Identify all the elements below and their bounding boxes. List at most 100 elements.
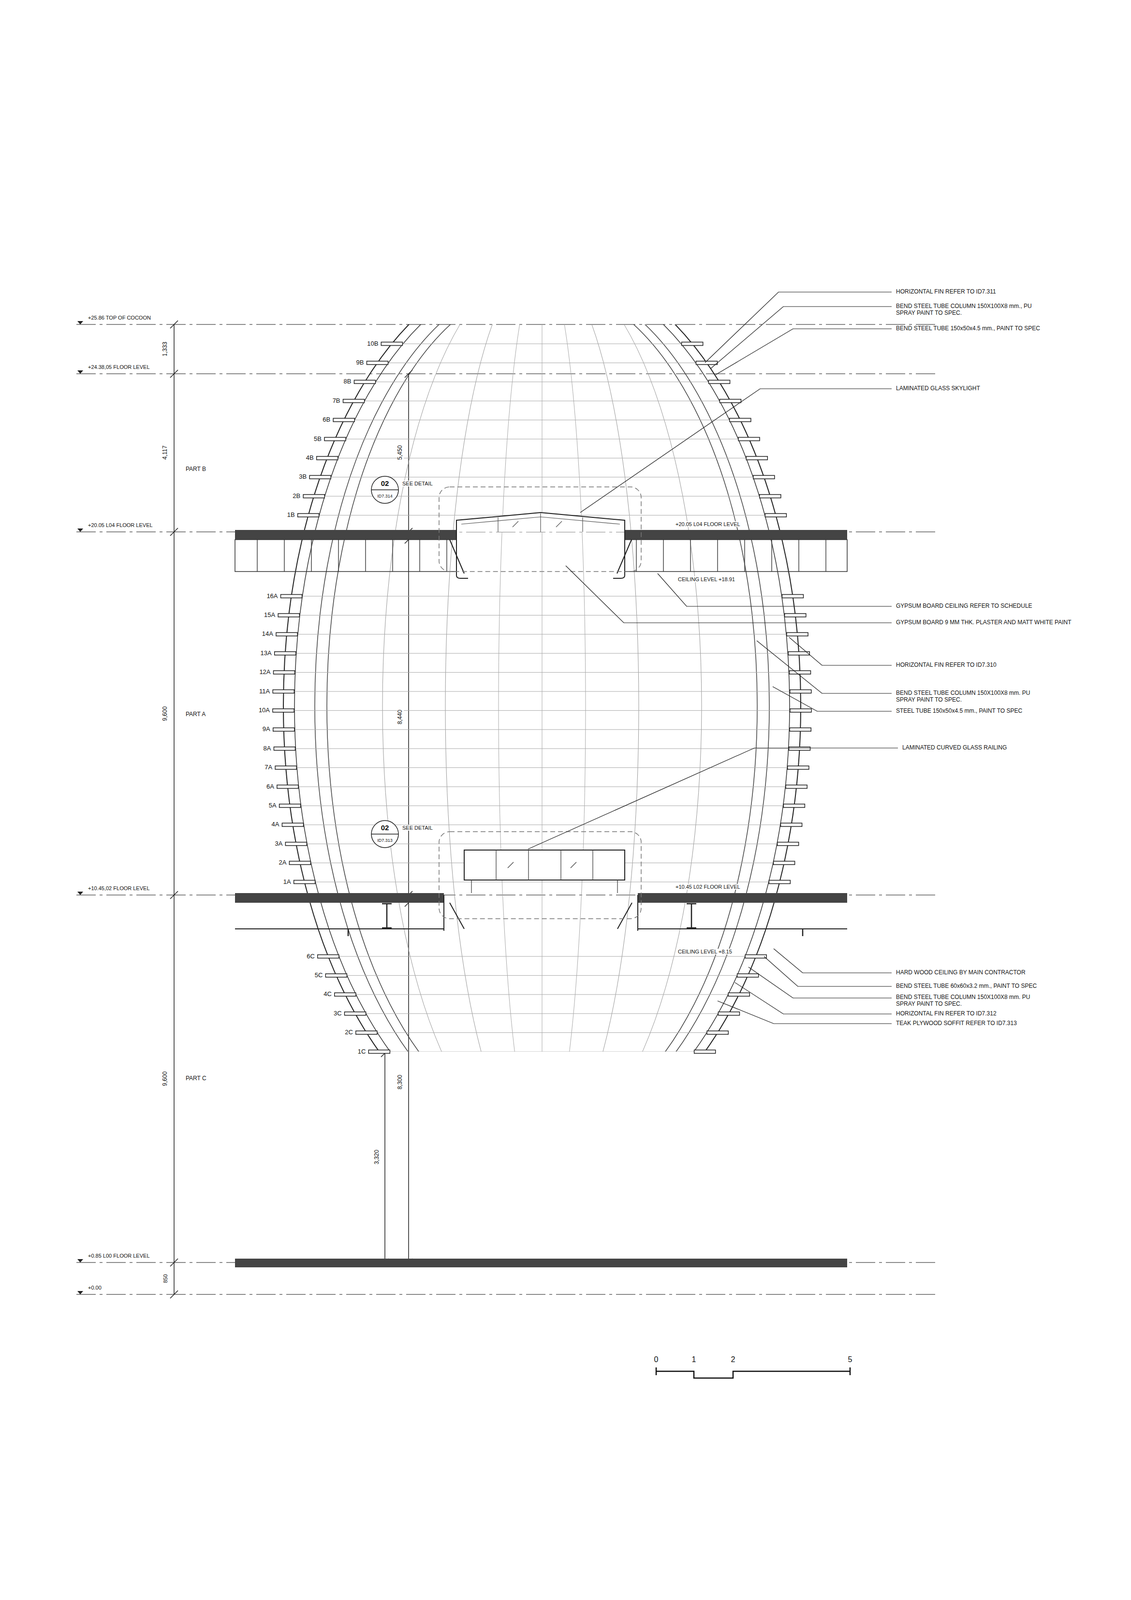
floor-slabs	[235, 512, 848, 1268]
fin-tab	[272, 690, 294, 694]
fin-tab	[344, 1012, 367, 1016]
note-text: BEND STEEL TUBE COLUMN 150X100X8 mm., PU…	[895, 303, 1035, 317]
fin-line	[288, 615, 796, 616]
fin-label: 4B	[305, 454, 315, 462]
railing-panel	[471, 850, 618, 894]
leader-line	[717, 1000, 892, 1024]
level-marker	[77, 321, 84, 325]
leader-line	[748, 967, 892, 999]
fin-tab	[274, 651, 296, 656]
leader-line	[773, 948, 892, 973]
fin-line	[285, 653, 799, 654]
fin-tab	[276, 632, 298, 636]
floor-slab	[624, 529, 848, 540]
floor-slab	[235, 893, 444, 903]
level-marker	[77, 1259, 84, 1263]
fin-label: 8B	[342, 378, 353, 386]
detail-boundary	[439, 486, 642, 572]
part-label: PART A	[184, 711, 207, 719]
detail-boundary	[439, 831, 642, 919]
fin-label: 14A	[261, 630, 275, 638]
dimension-ticks	[170, 320, 178, 1299]
note-text: LAMINATED CURVED GLASS RAILING	[901, 744, 1008, 752]
fin-line	[290, 805, 795, 807]
fin-line	[292, 824, 792, 825]
fin-tab	[297, 513, 320, 517]
fin-line	[287, 786, 797, 788]
note-text: HORIZONTAL FIN REFER TO ID7.312	[895, 1010, 998, 1018]
scale-bar-ticks	[656, 1367, 851, 1376]
fin-line	[327, 457, 758, 459]
level-label: +20.05 L04 FLOOR LEVEL	[674, 521, 742, 528]
fin-line	[336, 975, 748, 976]
dimension-text: 8,300	[396, 1073, 404, 1091]
level-label: +0.00	[87, 1284, 103, 1292]
dimension-text: 9,600	[161, 705, 169, 722]
fin-tab	[281, 822, 304, 827]
fin-line	[284, 672, 801, 673]
callout-number: 02	[380, 823, 391, 832]
fin-tab	[277, 785, 299, 789]
fin-tab	[738, 437, 760, 441]
note-text: BEND STEEL TUBE COLUMN 150X100X8 mm. PU …	[895, 690, 1035, 704]
note-text: LAMINATED GLASS SKYLIGHT	[895, 385, 982, 393]
fin-line	[353, 400, 731, 402]
fin-line	[355, 1013, 730, 1014]
fin-line	[328, 956, 756, 957]
level-label: +10.45 L02 FLOOR LEVEL	[674, 883, 742, 891]
fin-tab	[708, 380, 731, 384]
fin-label: 3C	[332, 1010, 343, 1018]
fin-tab	[777, 842, 799, 846]
fin-label: 2C	[343, 1028, 354, 1037]
scale-bar	[656, 1367, 851, 1379]
level-label: CEILING LEVEL +18.91	[676, 576, 736, 583]
level-line	[76, 1293, 940, 1295]
note-text: BEND STEEL TUBE COLUMN 150X100X8 mm. PU …	[895, 994, 1035, 1008]
fin-line	[283, 710, 801, 711]
fin-tab	[729, 418, 751, 422]
fin-label: 5C	[313, 971, 324, 980]
fin-tab	[789, 727, 811, 732]
fin-tab	[293, 880, 316, 884]
fin-tab	[789, 670, 811, 675]
fin-line	[304, 881, 780, 883]
fin-label: 1B	[286, 511, 296, 519]
fin-tab	[746, 456, 768, 460]
floor-slab	[235, 529, 457, 540]
fin-tab	[325, 973, 347, 978]
note-text: STEEL TUBE 150x50x4.5 mm., PAINT TO SPEC	[895, 707, 1024, 715]
level-marker	[77, 370, 84, 374]
callout-number: 02	[380, 479, 391, 488]
leader-line	[715, 328, 892, 375]
leader-line	[789, 637, 892, 666]
fin-tabs	[272, 342, 812, 1054]
glass-railing	[464, 850, 625, 881]
scale-number: 1	[690, 1355, 698, 1365]
leader-line	[710, 306, 892, 369]
fin-tab	[353, 380, 376, 384]
fin-line	[343, 419, 741, 421]
fin-line	[345, 994, 739, 995]
fin-tab	[280, 594, 303, 599]
fin-label: 9B	[355, 359, 366, 367]
floor-slab	[637, 893, 848, 903]
fin-tab	[718, 1012, 740, 1016]
leader-line	[772, 686, 892, 712]
fin-tab	[273, 727, 295, 732]
fin-line	[391, 343, 692, 345]
fin-tab	[764, 513, 787, 517]
fin-line	[295, 843, 788, 845]
fin-label: 6C	[305, 953, 316, 961]
callout-circle	[371, 820, 399, 848]
fin-tab	[285, 842, 307, 846]
fin-label: 2A	[278, 859, 288, 867]
fin-tab	[309, 475, 331, 479]
level-marker	[77, 1291, 84, 1295]
level-label: +0.85 L00 FLOOR LEVEL	[87, 1252, 151, 1260]
fin-label: 2B	[291, 492, 302, 500]
fin-tab	[343, 399, 365, 403]
fin-tab	[790, 690, 812, 694]
leader-line	[763, 956, 892, 987]
leader-lines	[528, 292, 898, 1024]
